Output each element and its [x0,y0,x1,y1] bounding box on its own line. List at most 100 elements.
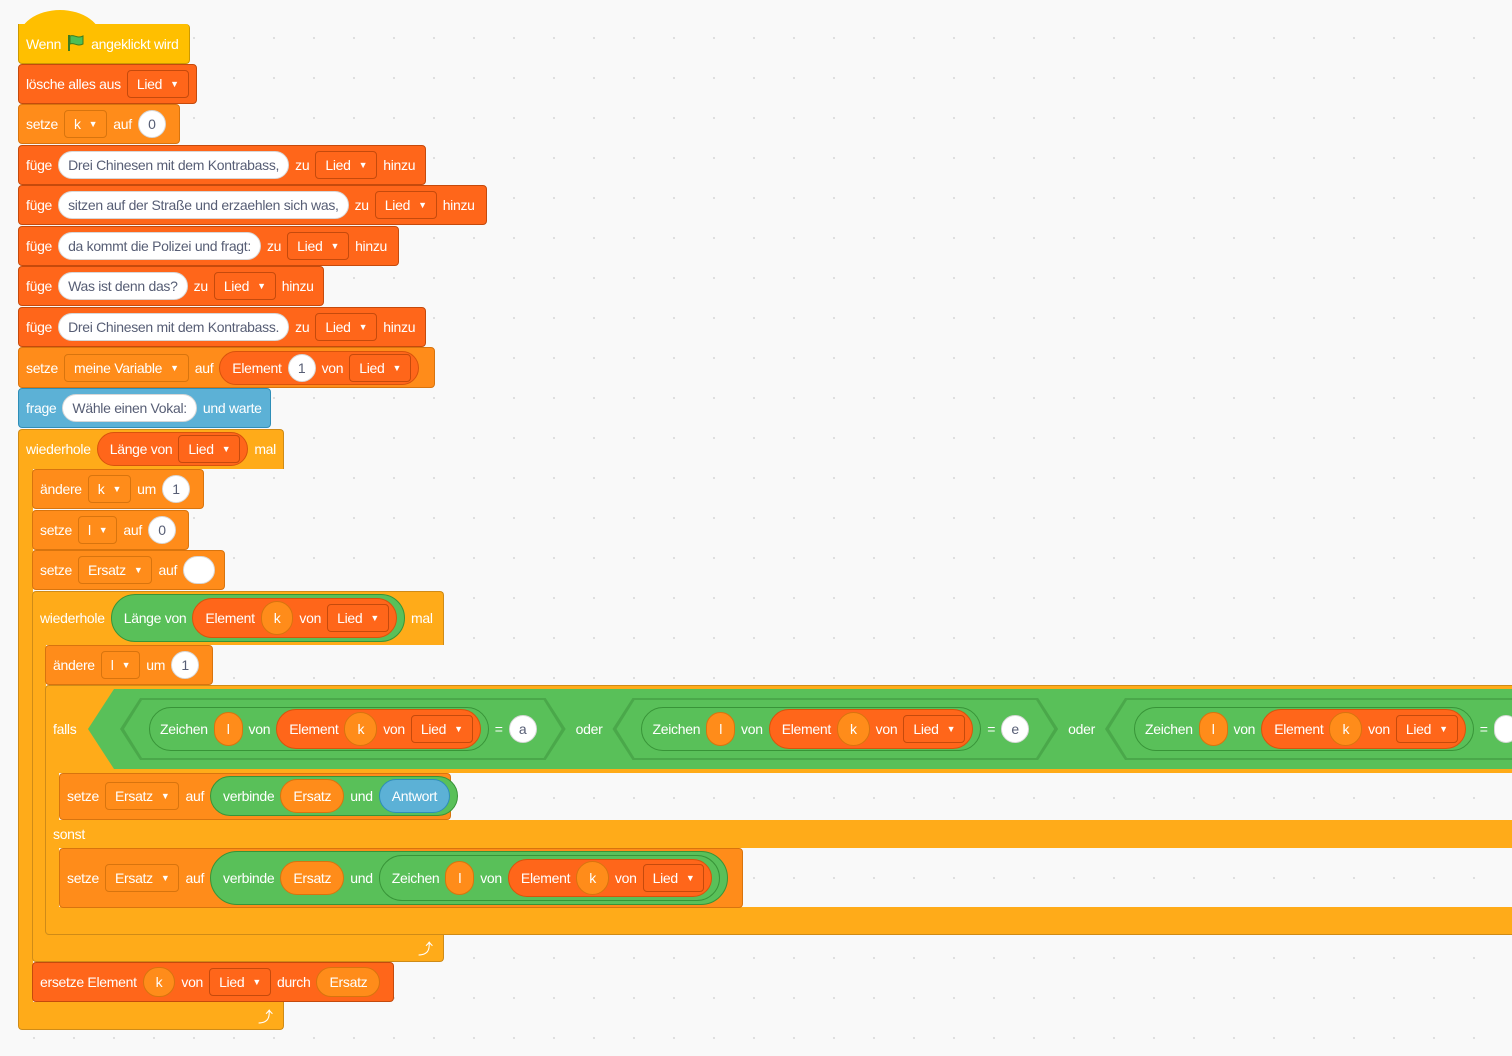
chevron-down-icon: ▼ [1439,724,1448,734]
text-input[interactable]: sitzen auf der Straße und erzaehlen sich… [58,191,349,219]
item-of-list-reporter[interactable]: Element k von Lied▼ [507,859,713,897]
variable-dropdown[interactable]: l▼ [100,651,141,679]
variable-dropdown[interactable]: Ersatz▼ [104,782,180,810]
value-input[interactable] [183,556,216,584]
variable-dropdown[interactable]: meine Variable▼ [63,354,189,382]
letter-of-reporter[interactable]: Zeichen l von Element k von Lied▼ [378,855,721,901]
value-input[interactable]: 0 [147,516,176,544]
or-operator[interactable]: Zeichen l von Element k von Lied▼ = a od… [88,689,1512,769]
letter-input[interactable] [1493,715,1512,743]
text-input[interactable]: Drei Chinesen mit dem Kontrabass. [58,313,290,341]
list-dropdown[interactable]: Lied▼ [1395,715,1458,743]
length-of-reporter[interactable]: Länge von Element k von Lied▼ [110,594,405,642]
set-ersatz-row: setze Ersatz▼ auf [37,556,218,584]
value-input[interactable]: 1 [161,475,190,503]
of-label: von [614,870,637,886]
question-input[interactable]: Wähle einen Vokal: [62,394,197,422]
list-dropdown[interactable]: Lied▼ [315,151,378,179]
letter-of-reporter[interactable]: Zeichen l von Element k von Lied▼ [149,707,489,751]
value-input[interactable]: 1 [171,651,200,679]
list-dropdown[interactable]: Lied▼ [642,864,705,892]
of-label: von [321,360,344,376]
ersatz-variable-reporter[interactable]: Ersatz [280,861,345,895]
or-label: oder [575,721,603,737]
list-dropdown[interactable]: Lied▼ [178,435,241,463]
letter-label: Zeichen [652,721,701,737]
and-label: und [350,788,373,804]
letter-input[interactable]: e [1001,715,1029,743]
equals-operator[interactable]: Zeichen l von Element k von Lied▼ = [1104,698,1512,760]
list-name: Lied [359,360,385,376]
length-of-list-reporter[interactable]: Länge von Lied▼ [96,432,249,466]
letter-input[interactable]: a [509,715,537,743]
add-row-1: füge Drei Chinesen mit dem Kontrabass, z… [23,151,418,179]
set-label: setze [26,360,58,376]
of-label: von [383,721,405,737]
letter-label: Zeichen [160,721,208,737]
item-of-list-reporter[interactable]: Element k von Lied▼ [276,709,481,749]
change-label: ändere [40,481,82,497]
k-variable-reporter[interactable]: k [142,967,176,997]
when-flag-clicked-block[interactable] [18,24,190,64]
k-variable-reporter[interactable]: k [837,712,870,746]
letter-of-reporter[interactable]: Zeichen l von Element k von Lied▼ [641,707,981,751]
text-input[interactable]: Was ist denn das? [58,272,188,300]
list-dropdown[interactable]: Lied▼ [327,604,389,632]
k-variable-reporter[interactable]: k [260,601,294,635]
k-variable-reporter[interactable]: k [576,861,609,895]
to-label: auf [113,116,132,132]
equals-operator[interactable]: Zeichen l von Element k von Lied▼ = a [120,698,566,760]
change-l-row: ändere l▼ um 1 [50,651,202,679]
variable-dropdown[interactable]: k▼ [63,110,108,138]
times-label: mal [254,441,276,457]
l-variable-reporter[interactable]: l [445,861,475,895]
list-dropdown[interactable]: Lied▼ [411,715,473,743]
add-row-3: füge da kommt die Polizei und fragt: zu … [23,232,390,260]
variable-dropdown[interactable]: Ersatz▼ [104,864,180,892]
list-dropdown[interactable]: Lied▼ [374,191,437,219]
l-variable-reporter[interactable]: l [214,712,243,746]
item-of-list-reporter[interactable]: Element k von Lied▼ [192,598,397,638]
to-label: zu [354,197,369,213]
list-name: Lied [297,238,323,254]
join-reporter[interactable]: verbinde Ersatz und Antwort [210,776,459,816]
to-label: auf [194,360,214,376]
item-of-list-reporter[interactable]: Element k von Lied▼ [769,709,974,749]
else-arm [45,847,59,909]
to-label: zu [295,319,310,335]
repeat-inner-arm [32,644,46,936]
k-variable-reporter[interactable]: k [344,712,377,746]
variable-dropdown[interactable]: l▼ [77,516,118,544]
variable-dropdown[interactable]: k▼ [87,475,132,503]
list-dropdown[interactable]: Lied▼ [209,968,271,996]
text-input[interactable]: da kommt die Polizei und fragt: [58,232,261,260]
list-dropdown[interactable]: Lied▼ [213,272,276,300]
list-dropdown[interactable]: Lied▼ [349,354,412,382]
ersatz-variable-reporter[interactable]: Ersatz [316,967,381,997]
join-reporter[interactable]: verbinde Ersatz und Zeichen l von Elemen… [210,851,729,905]
l-variable-reporter[interactable]: l [1198,712,1228,746]
variable-dropdown[interactable]: Ersatz▼ [77,556,153,584]
join-label: verbinde [223,870,275,886]
text-input[interactable]: Drei Chinesen mit dem Kontrabass, [58,151,290,179]
equals-sign: = [1479,721,1488,737]
item-of-list-reporter[interactable]: Element 1 von Lied▼ [219,351,420,385]
length-label: Länge von [123,610,187,626]
ersatz-variable-reporter[interactable]: Ersatz [280,779,345,813]
l-variable-reporter[interactable]: l [706,712,735,746]
letter-of-reporter[interactable]: Zeichen l von Element k von Lied▼ [1133,707,1474,751]
equals-operator[interactable]: Zeichen l von Element k von Lied▼ = e [612,698,1058,760]
list-dropdown[interactable]: Lied▼ [315,313,378,341]
index-input[interactable]: 1 [287,354,316,382]
list-dropdown[interactable]: Lied▼ [287,232,350,260]
list-dropdown[interactable]: Lied▼ [126,70,189,98]
chevron-down-icon: ▼ [370,613,379,623]
value-input[interactable]: 0 [137,110,166,138]
set-label: setze [26,116,58,132]
k-variable-reporter[interactable]: k [1329,712,1363,746]
answer-reporter[interactable]: Antwort [378,779,451,813]
item-of-list-reporter[interactable]: Element k von Lied▼ [1261,709,1466,749]
chevron-down-icon: ▼ [98,525,108,535]
list-dropdown[interactable]: Lied▼ [903,715,965,743]
or-label: oder [1068,721,1095,737]
